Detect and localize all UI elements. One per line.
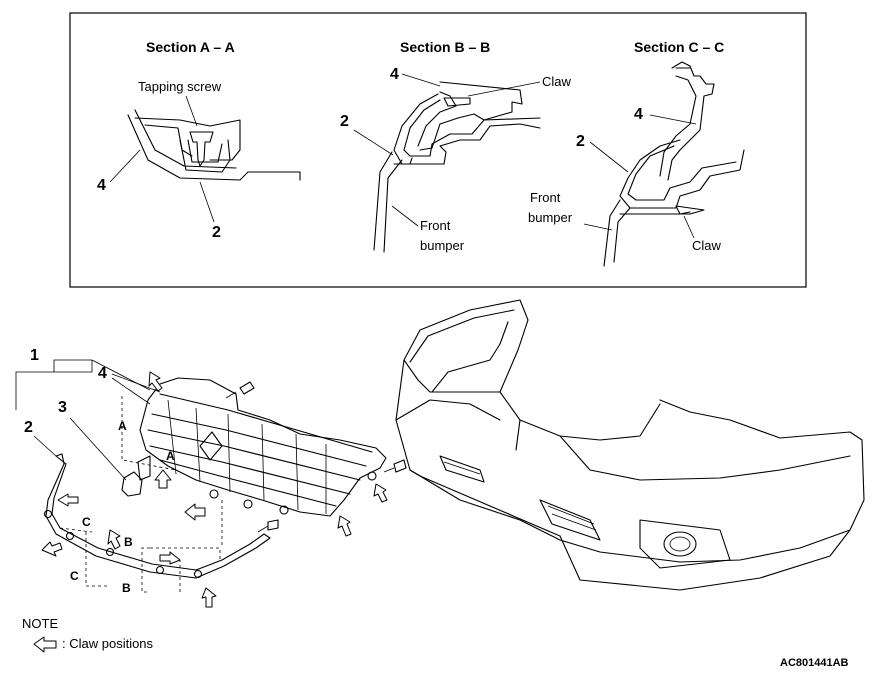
- lower-moulding-part-2: [43, 453, 271, 579]
- tapping-screw-label: Tapping screw: [138, 79, 222, 94]
- bracket-part-3: [121, 471, 143, 497]
- section-a-callout-4: 4: [97, 177, 106, 194]
- claw-legend-arrow-icon: [33, 636, 57, 653]
- section-a-callout-2: 2: [212, 224, 221, 241]
- section-b-callout-2: 2: [340, 113, 349, 130]
- section-mark-c-lower: C: [70, 569, 79, 583]
- section-c-bumper-label: bumper: [528, 210, 573, 225]
- section-mark-a-left: A: [118, 419, 127, 433]
- note-title: NOTE: [22, 616, 58, 631]
- claw-arrow: [337, 515, 352, 537]
- screw-top: [225, 381, 255, 399]
- figure-id: AC801441AB: [780, 657, 849, 669]
- main-callout-3: 3: [58, 399, 67, 416]
- main-callout-4: 4: [98, 365, 107, 382]
- section-mark-b-upper: B: [124, 535, 133, 549]
- section-c-claw-label: Claw: [692, 238, 722, 253]
- section-a-title: Section A – A: [146, 39, 235, 55]
- claw-arrow: [184, 503, 206, 521]
- section-c-callout-4: 4: [634, 106, 643, 123]
- section-c-callout-2: 2: [576, 133, 585, 150]
- claw-arrows: [41, 371, 388, 608]
- section-c-title: Section C – C: [634, 39, 724, 55]
- section-mark-c-upper: C: [82, 515, 91, 529]
- screw-right: [383, 459, 407, 473]
- front-grille-part-4: [139, 377, 387, 517]
- section-mark-b-lower: B: [122, 581, 131, 595]
- section-views-frame: [69, 12, 807, 288]
- note-legend-text: : Claw positions: [62, 636, 154, 651]
- claw-arrow: [159, 551, 181, 565]
- section-b-bumper-label: bumper: [420, 238, 465, 253]
- screw-bottom: [257, 519, 279, 533]
- section-a-drawing: Section A – A Tapping screw 4 2: [97, 39, 301, 241]
- main-callout-1: 1: [30, 347, 39, 364]
- claw-arrow: [201, 587, 217, 608]
- section-b-claw-label: Claw: [542, 74, 572, 89]
- claw-arrow: [107, 529, 121, 550]
- section-b-callout-4: 4: [390, 66, 399, 83]
- callout-group-1: 1: [15, 347, 151, 410]
- claw-arrow: [373, 483, 388, 503]
- claw-arrow: [154, 469, 172, 489]
- section-mark-a-right: A: [166, 449, 175, 463]
- section-c-front-label: Front: [530, 190, 561, 205]
- claw-arrow: [148, 371, 163, 392]
- claw-arrow: [41, 541, 63, 557]
- note-block: NOTE : Claw positions: [22, 616, 154, 653]
- section-marks: A A C C B B: [59, 396, 223, 595]
- front-bumper: [395, 299, 865, 591]
- section-b-title: Section B – B: [400, 39, 490, 55]
- main-callout-2: 2: [24, 419, 33, 436]
- section-b-drawing: Section B – B 4 Claw 2 Front bumper: [340, 39, 572, 253]
- section-c-drawing: Section C – C 4 2 Front bumper Claw: [528, 39, 745, 267]
- claw-arrow: [57, 493, 79, 507]
- section-b-front-label: Front: [420, 218, 451, 233]
